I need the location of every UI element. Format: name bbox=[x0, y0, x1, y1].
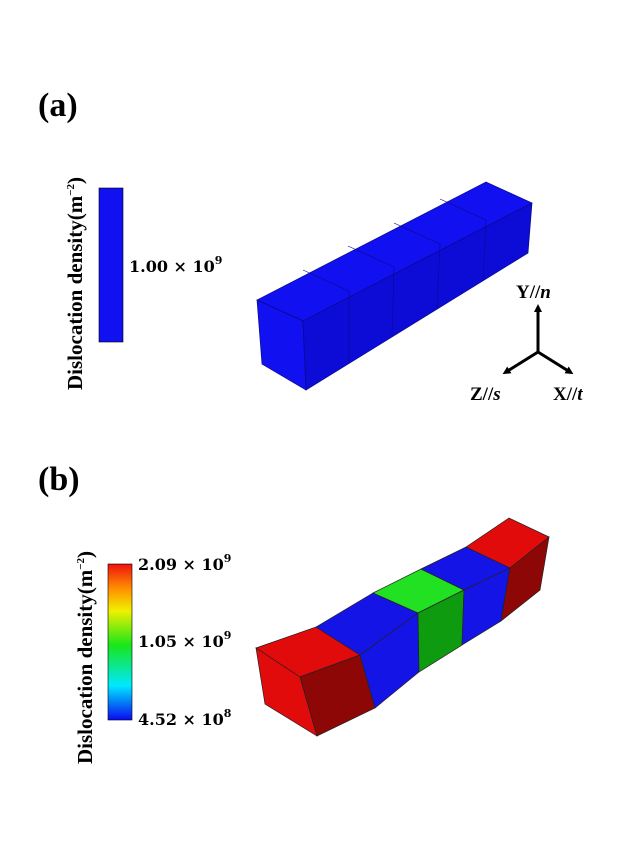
panel-b-colorbar bbox=[107, 563, 133, 721]
panel-a-colorbar-tick: 1.00 × 109 bbox=[129, 254, 222, 276]
panel-b-colorbar-min: 4.52 × 108 bbox=[138, 707, 232, 729]
panel-a-colorbar bbox=[98, 187, 124, 343]
panel-a-colorbar-title: Dislocation density(m−2) bbox=[63, 177, 87, 390]
x-axis-label: X//t bbox=[553, 384, 583, 405]
panel-b-colorbar-max: 2.09 × 109 bbox=[138, 552, 231, 574]
panel-b-beam bbox=[255, 517, 550, 737]
panel-b-colorbar-mid: 1.05 × 109 bbox=[138, 629, 231, 651]
panel-a-beam bbox=[256, 181, 533, 391]
panel-b-colorbar-title: Dislocation density(m−2) bbox=[73, 551, 97, 764]
y-axis-label: Y//n bbox=[516, 282, 551, 303]
z-axis-label: Z//s bbox=[470, 384, 501, 405]
z-axis-arrow bbox=[502, 350, 539, 375]
panel-a-label: (a) bbox=[38, 87, 78, 124]
coordinate-axes: Y//n Z//s X//t bbox=[470, 282, 583, 405]
element-5-side bbox=[500, 536, 550, 622]
panel-b-label: (b) bbox=[38, 461, 80, 498]
x-axis-arrow bbox=[537, 350, 574, 375]
